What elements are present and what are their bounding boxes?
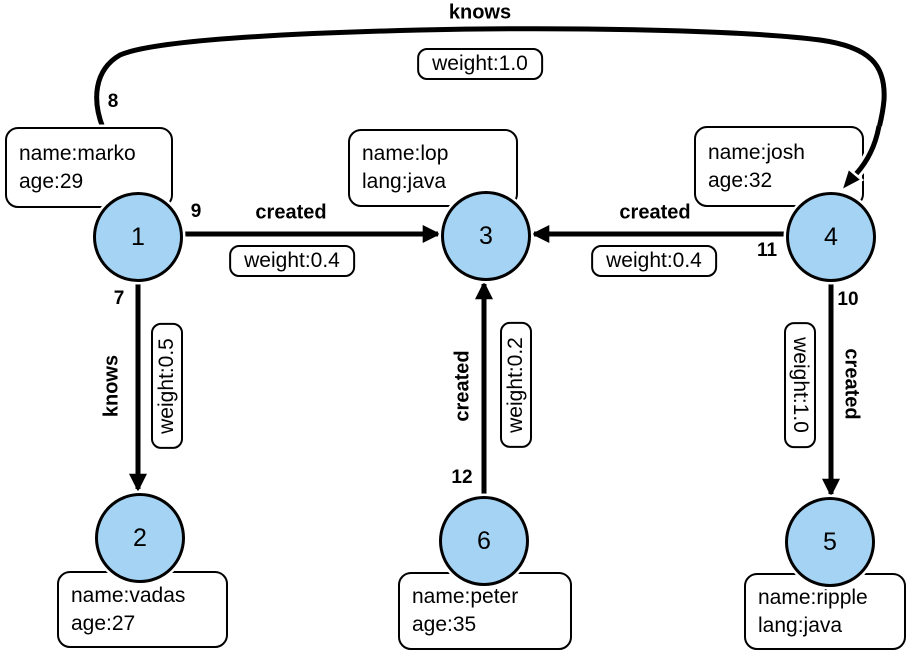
prop-lang: lang:java: [362, 170, 447, 193]
prop-age: age:32: [708, 168, 773, 192]
edge-11-id: 11: [756, 240, 778, 261]
edge-10-label: created: [840, 348, 863, 420]
node-label: 2: [133, 523, 147, 552]
edge-12-id: 12: [451, 467, 473, 488]
node-3: 3: [441, 191, 531, 281]
prop-name: name:vadas: [71, 583, 186, 607]
node-label: 4: [824, 222, 838, 251]
node-label: 1: [131, 222, 145, 251]
edge-11-label: created: [619, 201, 691, 224]
prop-age: age:29: [19, 169, 84, 193]
prop-name: name:josh: [708, 140, 805, 164]
edge-10-id: 10: [837, 289, 859, 310]
edge-9-label: created: [255, 201, 327, 224]
knows-arrowhead-icon: [838, 166, 865, 194]
prop-name: name:lop: [362, 142, 449, 165]
edge-11-weight-box: weight:0.4: [591, 245, 717, 277]
prop-name: name:ripple: [758, 585, 868, 609]
prop-name: name:peter: [412, 585, 519, 608]
props-box-vadas: name:vadas age:27: [57, 571, 228, 648]
edge-8-label: knows: [448, 1, 512, 24]
edge-9-id: 9: [190, 201, 202, 222]
edge-8-weight-box: weight:1.0: [417, 48, 543, 80]
node-4: 4: [786, 192, 876, 282]
knows-arrow-shaft: [854, 125, 882, 176]
edge-knows-1-4-curve: [94, 26, 887, 212]
node-1: 1: [93, 192, 183, 282]
node-label: 3: [479, 221, 493, 250]
edge-9-weight-box: weight:0.4: [229, 245, 355, 277]
edge-12-label: created: [451, 350, 474, 422]
node-label: 5: [823, 527, 837, 556]
edge-7-weight-box: weight:0.5: [151, 323, 183, 449]
edge-12-weight-box: weight:0.2: [500, 322, 532, 448]
edge-7-id: 7: [113, 288, 125, 309]
prop-age: age:35: [412, 613, 477, 636]
node-5: 5: [785, 497, 875, 587]
node-label: 6: [477, 526, 491, 555]
node-2: 2: [95, 493, 185, 583]
prop-age: age:27: [71, 611, 136, 635]
node-6: 6: [439, 496, 529, 586]
edge-7-label: knows: [100, 354, 123, 418]
edge-8-id: 8: [107, 91, 119, 112]
edge-10-weight-box: weight:1.0: [784, 322, 816, 448]
prop-lang: lang:java: [758, 613, 843, 637]
prop-name: name:marko: [19, 141, 136, 165]
